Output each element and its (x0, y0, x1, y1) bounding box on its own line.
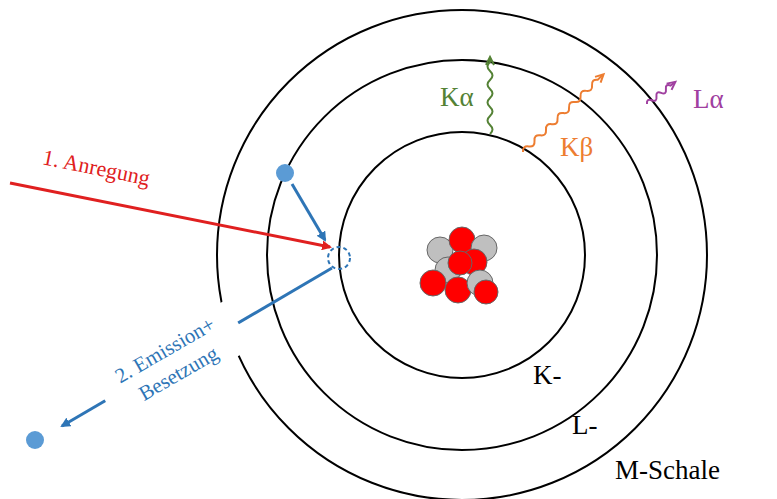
k-shell (339, 132, 585, 378)
emission-arrow (62, 268, 332, 426)
transition-arrow (292, 184, 325, 240)
electron (276, 164, 294, 182)
shell-label: L- (572, 410, 597, 441)
k-beta-label: Kβ (560, 132, 593, 163)
emission-label: 2. Emission+ Besetzung (92, 300, 253, 424)
k-alpha-photon (486, 57, 494, 134)
k-alpha-label: Kα (440, 82, 474, 113)
emitted-electron (26, 431, 44, 449)
nucleus (420, 227, 498, 304)
vacancy (328, 247, 350, 269)
l-alpha-photon (645, 79, 678, 107)
excitation-label: 1. Anregung (41, 145, 153, 191)
excitation-arrow (10, 183, 330, 247)
m-shell (217, 10, 707, 499)
l-shell (267, 60, 657, 450)
l-alpha-label: Lα (693, 84, 724, 115)
shell-label: K- (533, 360, 562, 391)
shell-label: M-Schale (615, 455, 720, 486)
